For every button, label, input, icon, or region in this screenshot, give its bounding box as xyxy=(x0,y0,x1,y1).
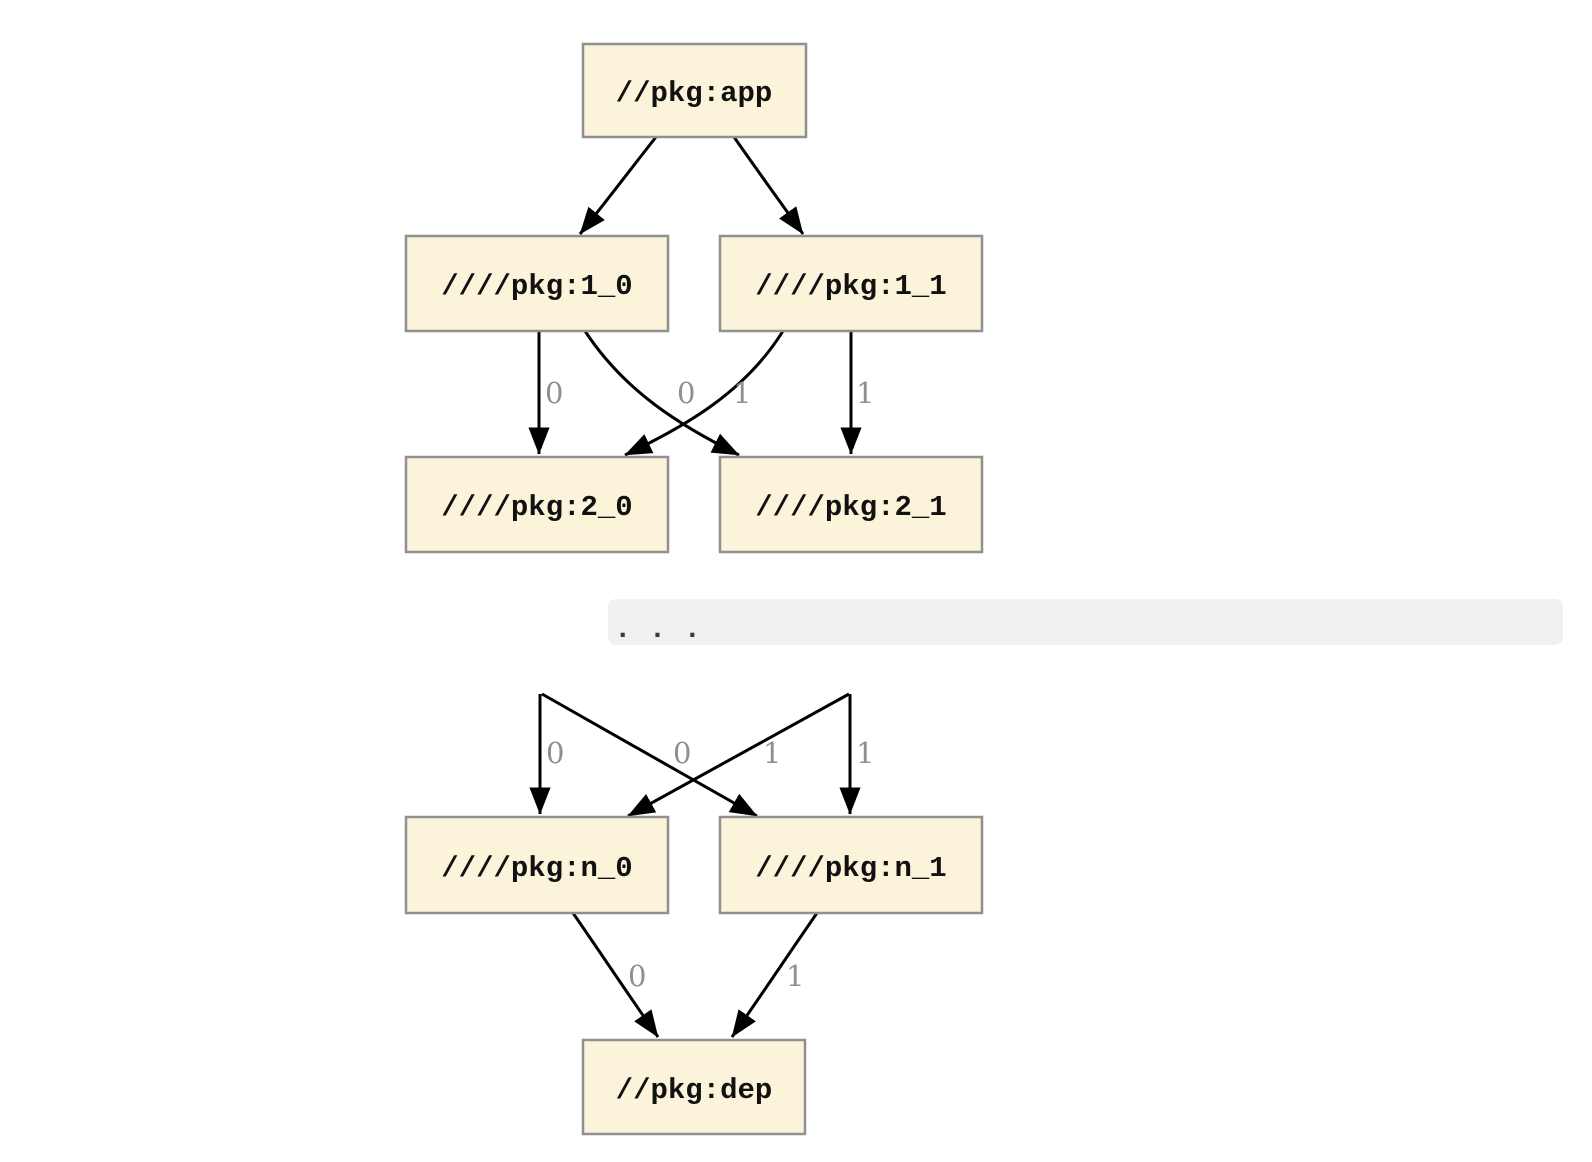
edge-label: 1 xyxy=(763,736,781,770)
node-2_1-box xyxy=(718,455,984,554)
node-app: //pkg:app xyxy=(581,42,808,139)
node-dep-label: //pkg:dep xyxy=(616,1074,773,1107)
edges-ellipsis-layerN: 0 0 1 1 xyxy=(529,692,874,818)
node-dep: //pkg:dep xyxy=(581,1038,807,1136)
node-n_1-box xyxy=(718,815,984,915)
ellipsis-band: . . . xyxy=(608,599,1563,646)
node-n_0-box xyxy=(404,815,670,915)
edges-layer1-layer2: 0 0 1 1 xyxy=(528,330,874,457)
edge-label: 0 xyxy=(677,376,695,410)
edge-label: 1 xyxy=(786,959,804,993)
edge-label: 1 xyxy=(856,736,874,770)
node-dep-box xyxy=(581,1038,807,1136)
edge-app-1_0 xyxy=(578,136,658,235)
node-app-label: //pkg:app xyxy=(616,77,773,110)
ellipsis-text: . . . xyxy=(614,613,701,646)
edge-label: 1 xyxy=(856,376,874,410)
node-n_0: ////pkg:n_0 xyxy=(404,815,670,915)
edge-1_0-2_1 xyxy=(583,330,740,457)
edges-bottom: 0 1 xyxy=(571,912,819,1038)
edge-elided-n_1 xyxy=(541,692,758,818)
edge-label: 0 xyxy=(628,959,646,993)
node-1_0-box xyxy=(404,234,670,333)
edge-app-1_1 xyxy=(732,136,805,235)
node-n_1-label: ////pkg:n_1 xyxy=(755,852,946,885)
edge-label: 0 xyxy=(545,376,563,410)
edge-label: 0 xyxy=(546,736,564,770)
node-2_0-box xyxy=(404,455,670,554)
node-n_0-label: ////pkg:n_0 xyxy=(441,852,632,885)
node-2_1-label: ////pkg:2_1 xyxy=(755,491,946,524)
edge-1_1-2_0 xyxy=(624,330,785,457)
edge-elided-n_0-cross xyxy=(627,692,850,818)
edges-top xyxy=(578,136,805,235)
ellipsis-band-background xyxy=(608,599,1563,645)
node-1_1: ////pkg:1_1 xyxy=(718,234,984,333)
node-1_0: ////pkg:1_0 xyxy=(404,234,670,333)
edge-n_1-dep xyxy=(730,912,819,1038)
node-1_0-label: ////pkg:1_0 xyxy=(441,270,632,303)
node-n_1: ////pkg:n_1 xyxy=(718,815,984,915)
node-2_0: ////pkg:2_0 xyxy=(404,455,670,554)
node-1_1-box xyxy=(718,234,984,333)
edge-n_0-dep xyxy=(571,912,660,1038)
edge-label: 0 xyxy=(673,736,691,770)
node-2_1: ////pkg:2_1 xyxy=(718,455,984,554)
node-1_1-label: ////pkg:1_1 xyxy=(755,270,946,303)
node-2_0-label: ////pkg:2_0 xyxy=(441,491,632,524)
edge-label: 1 xyxy=(733,376,751,410)
node-app-box xyxy=(581,42,808,139)
